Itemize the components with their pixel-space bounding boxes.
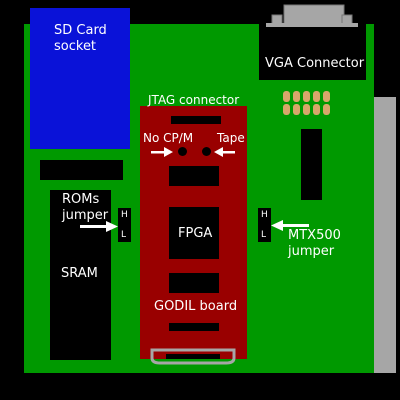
arrow-icon	[80, 221, 118, 232]
vga-connector	[259, 24, 366, 80]
roms-jumper	[118, 208, 131, 242]
arrow-icon	[214, 147, 235, 157]
horizontal-chip	[40, 160, 123, 180]
godil-chip-bottom	[169, 273, 219, 293]
godil-chip-edge	[169, 323, 219, 331]
connector-pin-icon	[283, 91, 330, 115]
jumper-dot-icon	[178, 147, 187, 156]
jumper-dot-icon	[202, 147, 211, 156]
roms-jumper-label-line1: ROMs	[62, 192, 100, 207]
sd-card-label-line1: SD Card	[54, 23, 107, 38]
sd-card-label-line2: socket	[54, 39, 97, 54]
roms-jumper-label-line2: jumper	[62, 208, 109, 223]
sram-chip	[50, 190, 111, 360]
right-panel	[372, 97, 396, 373]
jtag-connector-label: JTAG connector	[148, 93, 240, 107]
fpga-chip	[169, 207, 219, 259]
tape-label: Tape	[217, 131, 245, 145]
fpga-label: FPGA	[178, 226, 213, 241]
sd-card-socket	[30, 8, 130, 149]
arrow-icon	[151, 147, 173, 157]
arrow-icon	[271, 220, 309, 231]
vga-connector-label: VGA Connector	[265, 56, 365, 71]
godil-board-label: GODIL board	[154, 299, 238, 314]
edge-connector-icon	[150, 348, 236, 365]
mtx500-jumper-high: H	[261, 210, 268, 220]
mtx500-jumper	[258, 208, 271, 242]
no-cpm-label: No CP/M	[143, 131, 194, 145]
sram-label: SRAM	[61, 266, 98, 281]
mtx500-jumper-low: L	[261, 230, 267, 240]
mtx500-jumper-label-line2: jumper	[288, 244, 335, 259]
jtag-connector	[171, 116, 221, 124]
roms-jumper-high: H	[121, 210, 128, 220]
vga-connector-top	[266, 4, 358, 27]
roms-jumper-low: L	[121, 230, 127, 240]
godil-chip-top	[169, 166, 219, 186]
mtx500-jumper-label-line1: MTX500	[288, 228, 341, 243]
vertical-chip	[301, 129, 322, 200]
